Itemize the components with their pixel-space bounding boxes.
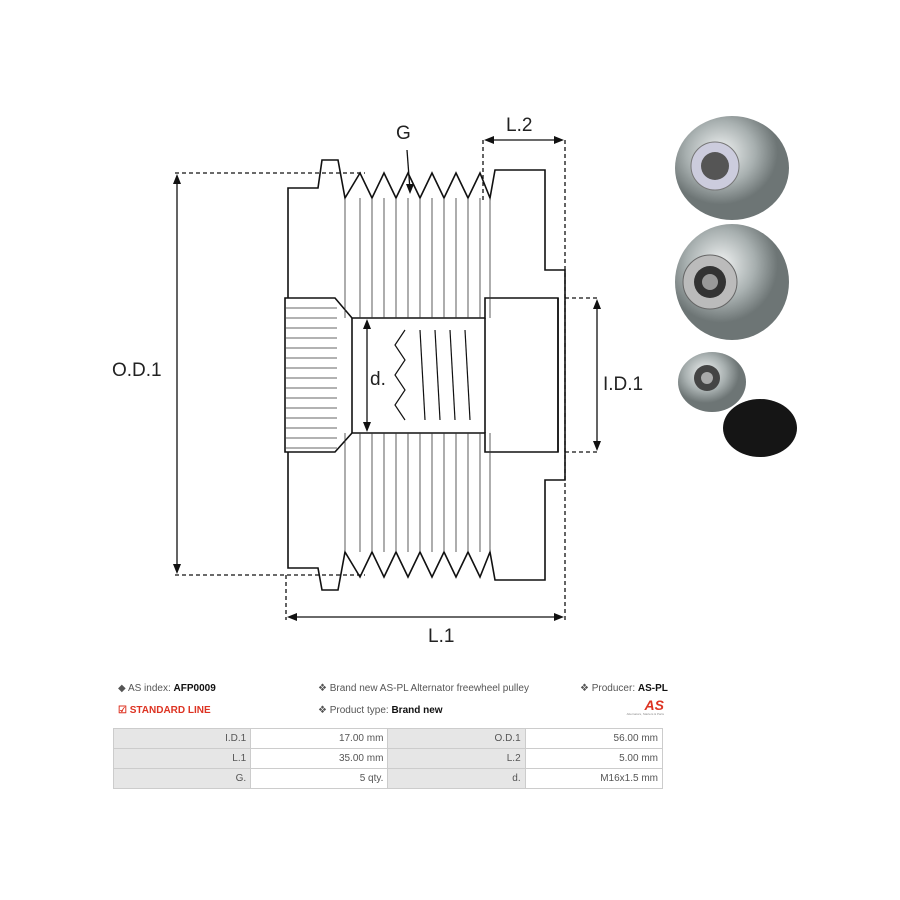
info-icon: ❖ <box>580 683 589 694</box>
spec-label: G. <box>112 768 252 789</box>
arrowheads <box>173 136 601 621</box>
rib-lines <box>344 198 491 552</box>
tag-icon: ◆ <box>118 683 126 694</box>
technical-drawing: G L.2 O.D.1 d. I.D.1 L.1 <box>112 115 797 647</box>
info-icon: ❖ <box>318 683 327 694</box>
label-l2: L.2 <box>506 115 532 136</box>
spec-label: L.2 <box>387 748 526 769</box>
label-id1: I.D.1 <box>603 374 643 395</box>
dimension-lines <box>176 139 598 618</box>
spec-value: 35.00 mm <box>250 748 389 769</box>
dust-cap-photo <box>723 399 797 457</box>
spec-value: 56.00 mm <box>524 728 664 749</box>
spec-label: I.D.1 <box>112 728 252 749</box>
label-d: d. <box>370 369 386 390</box>
spec-value: M16x1.5 mm <box>524 768 664 789</box>
spec-value: 5.00 mm <box>524 748 664 769</box>
product-photos <box>675 116 797 457</box>
thread <box>394 329 471 421</box>
pulley-photo-small <box>678 352 746 412</box>
dimension-extensions <box>175 140 598 620</box>
pulley-photo-rear <box>675 224 789 340</box>
pulley-outline <box>284 159 566 591</box>
label-l1: L.1 <box>428 626 454 647</box>
spec-label: d. <box>387 768 526 789</box>
spec-value: 5 qty. <box>250 768 389 789</box>
knurl-lines <box>286 307 337 449</box>
table-row: G.5 qty.d.M16x1.5 mm <box>112 768 664 789</box>
pulley-photo-front <box>675 116 789 220</box>
producer: ❖ Producer: AS-PL <box>580 683 668 694</box>
info-icon: ❖ <box>318 705 327 716</box>
description: ❖ Brand new AS-PL Alternator freewheel p… <box>318 683 529 694</box>
product-type: ❖ Product type: Brand new <box>318 705 443 716</box>
checkbox-icon: ☑ <box>118 705 127 716</box>
spec-label: L.1 <box>112 748 252 769</box>
label-od1: O.D.1 <box>112 360 162 381</box>
spec-label: O.D.1 <box>387 728 526 749</box>
standard-line-badge: ☑ STANDARD LINE <box>118 705 211 716</box>
spec-value: 17.00 mm <box>250 728 389 749</box>
label-g: G <box>396 123 411 144</box>
as-pl-logo: AS Alternators, Starters & Parts <box>626 697 664 716</box>
as-index: ◆ AS index: AFP0009 <box>118 683 216 694</box>
